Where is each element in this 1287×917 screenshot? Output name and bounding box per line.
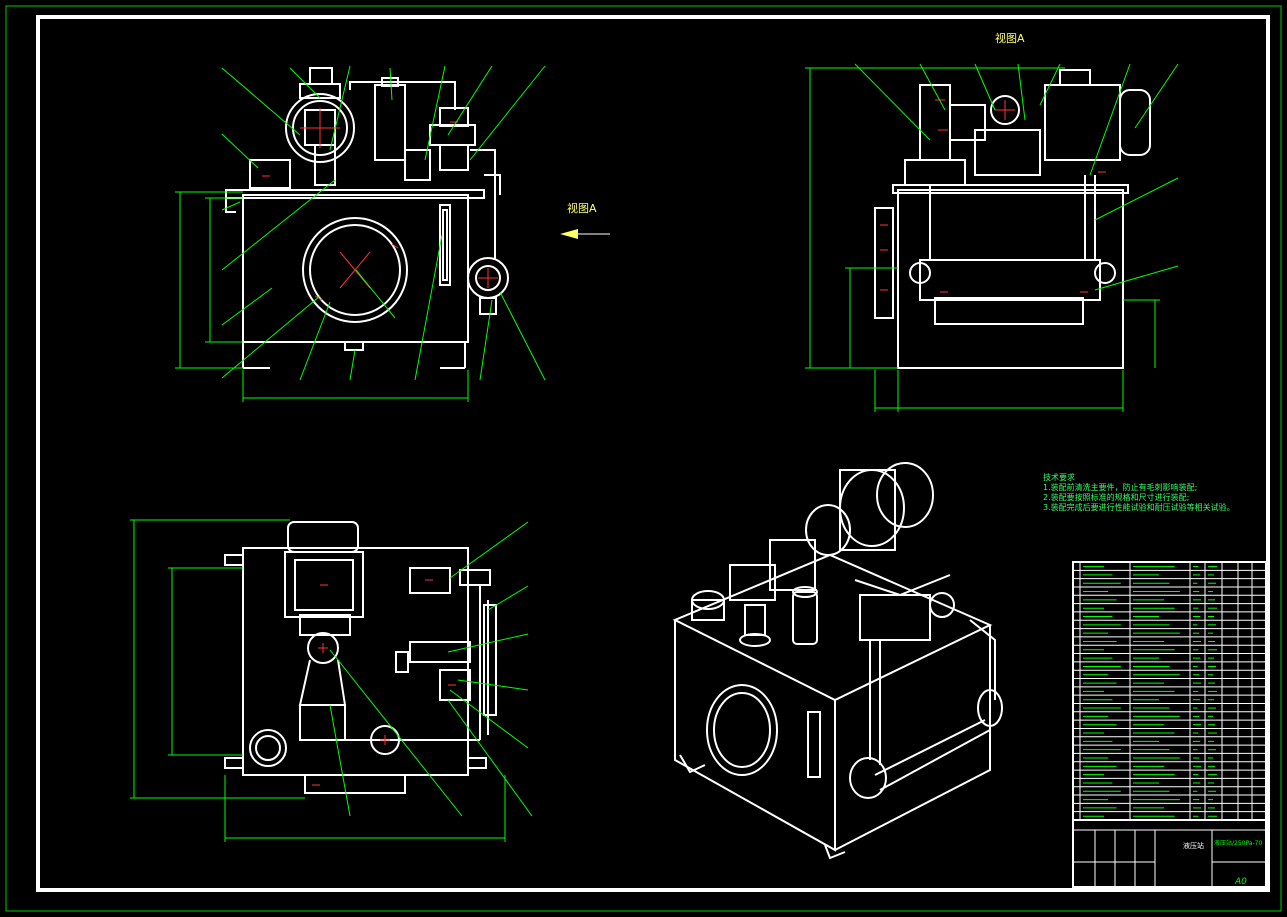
front-view-center-marks	[262, 108, 498, 301]
tech-requirements: 技术要求 1.装配前清洗主要件，防止有毛刺影响装配; 2.装配要按照标准的规格和…	[1043, 473, 1235, 513]
view-a-arrow	[560, 229, 610, 239]
side-view-center-marks	[880, 99, 1106, 293]
sheet-size: A0	[1234, 877, 1247, 887]
tech-requirement-line-1: 1.装配前清洗主要件，防止有毛刺影响装配;	[1043, 483, 1198, 492]
isometric-view	[672, 462, 1003, 860]
top-view-center-marks	[312, 579, 456, 786]
view-label-top: 视图A	[995, 31, 1025, 45]
side-view-dimensions	[805, 63, 1179, 412]
top-view	[224, 521, 497, 794]
drawing-name: 液压站	[1183, 841, 1204, 850]
front-view-dimensions	[175, 65, 546, 402]
bom-cell-marks	[1083, 566, 1217, 817]
tech-requirements-title: 技术要求	[1043, 473, 1075, 482]
side-view-a	[874, 69, 1151, 369]
front-view	[225, 67, 509, 369]
drawing-code: 液压站/250Pa-70	[1214, 839, 1262, 847]
tech-requirement-line-2: 2.装配要按照标准的规格和尺寸进行装配;	[1043, 493, 1190, 502]
view-label-arrow: 视图A	[567, 201, 597, 215]
bom-table	[1072, 561, 1267, 888]
outer-border	[5, 5, 1282, 912]
bom-row-lines	[1073, 569, 1266, 813]
tech-requirement-line-3: 3.装配完成后要进行性能试验和耐压试验等相关试验。	[1043, 503, 1235, 512]
top-view-dimensions	[130, 519, 533, 842]
drawing-frame	[36, 15, 1270, 892]
